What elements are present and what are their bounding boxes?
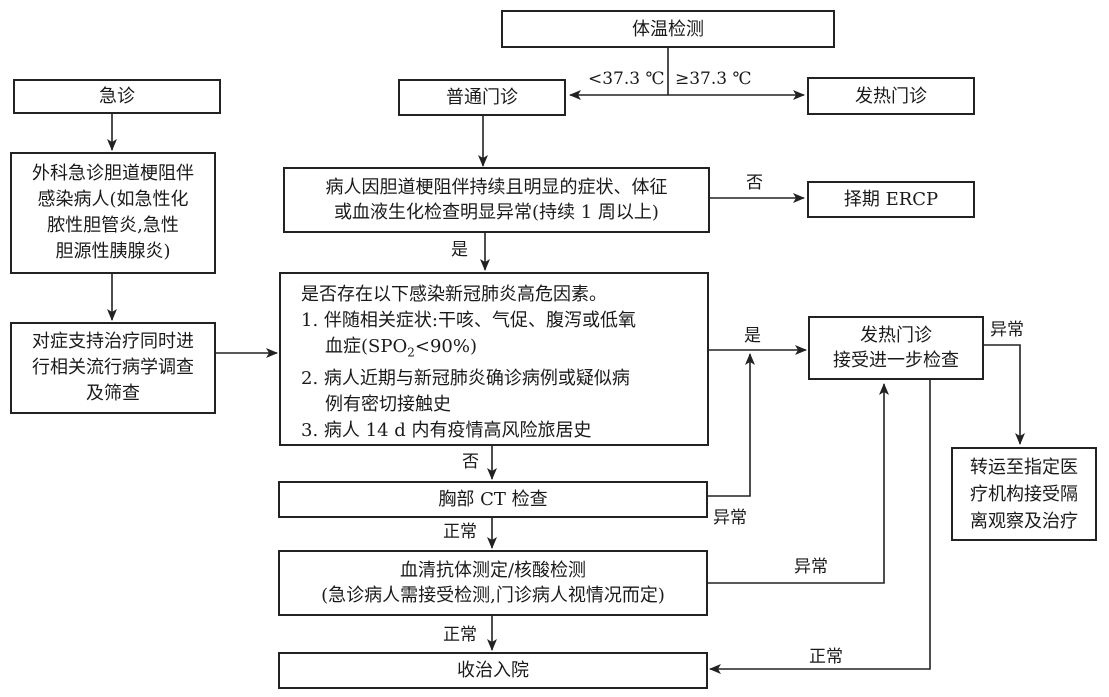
serum-test-line-1: 血清抗体测定/核酸检测 [399,560,587,581]
temp-check-box: 体温检测 [501,10,835,48]
fever-clinic-exam-line-2: 接受进一步检查 [833,350,959,371]
elective-ercp-label: 择期 ERCP [843,189,939,210]
general-clinic-box: 普通门诊 [398,79,566,116]
label-yes-risk: 是 [451,240,468,260]
label-no-ercp: 否 [746,173,763,193]
surgical-emergency-line-2: 感染病人(如急性化 [37,189,189,210]
general-clinic-label: 普通门诊 [446,87,518,108]
arrow-ct-abnormal-to-fever [708,353,755,497]
chest-ct-label: 胸部 CT 检查 [438,489,548,510]
risk-factors-title: 是否存在以下感染新冠肺炎高危因素。 [301,284,607,305]
fever-clinic-exam-box: 发热门诊 接受进一步检查 [808,316,984,380]
arrow-serum-abnormal-to-fever [708,383,889,584]
transfer-isolation-line-3: 离观察及治疗 [970,510,1078,532]
fever-clinic-box: 发热门诊 [807,77,975,115]
risk-item-1-spo-pre: 血症(SPO [325,336,408,357]
label-yes-fever: 是 [744,326,761,346]
label-normal-serum: 正常 [443,625,477,645]
risk-item-3: 3. 病人 14 d 内有疫情高风险旅居史 [301,419,592,441]
arrow-fever-normal-to-admission [709,378,931,674]
risk-factors-box: 是否存在以下感染新冠肺炎高危因素。 1. 伴随相关症状:干咳、气促、腹泻或低氧 … [279,272,709,446]
label-below-threshold: <37.3 ℃ [588,69,665,89]
surgical-emergency-line-4: 胆源性胰腺炎) [55,241,171,262]
persistent-symptoms-line-2: 或血液生化检查明显异常(持续 1 周以上) [334,202,659,223]
label-normal-fever: 正常 [809,647,843,667]
serum-test-line-2: (急诊病人需接受检测,门诊病人视情况而定) [321,585,665,606]
emergency-label: 急诊 [99,86,135,107]
admission-label: 收治入院 [457,660,529,681]
supportive-treatment-line-1: 对症支持治疗同时进 [32,331,194,352]
persistent-symptoms-line-1: 病人因胆道梗阻伴持续且明显的症状、体征 [325,177,668,198]
risk-item-1-spo-post: <90%) [414,336,477,357]
supportive-treatment-line-3: 及筛查 [86,383,140,404]
transfer-isolation-box: 转运至指定医 疗机构接受隔 离观察及治疗 [951,447,1097,541]
persistent-symptoms-box: 病人因胆道梗阻伴持续且明显的症状、体征 或血液生化检查明显异常(持续 1 周以上… [283,167,710,233]
temp-check-label: 体温检测 [632,18,704,40]
surgical-emergency-line-1: 外科急诊胆道梗阻伴 [32,163,194,184]
label-no-risk: 否 [462,452,479,472]
supportive-treatment-box: 对症支持治疗同时进 行相关流行病学调查 及筛查 [10,322,216,414]
label-abnormal-serum: 异常 [794,557,828,577]
admission-box: 收治入院 [278,652,708,689]
arrow-fever-exam-to-transfer [984,344,1025,445]
risk-item-1-line-2: 血症(SPO2<90%) [301,334,636,366]
label-abnormal-transfer: 异常 [990,320,1024,340]
emergency-box: 急诊 [13,79,221,114]
supportive-treatment-line-2: 行相关流行病学调查 [32,357,194,378]
fever-clinic-exam-line-1: 发热门诊 [860,325,932,346]
chest-ct-box: 胸部 CT 检查 [278,481,708,518]
label-abnormal-ct: 异常 [713,508,747,528]
risk-item-2-line-2: 例有密切接触史 [325,393,451,415]
risk-item-2-line-1: 2. 病人近期与新冠肺炎确诊病例或疑似病 [301,367,630,389]
fever-clinic-label: 发热门诊 [855,85,927,107]
transfer-isolation-line-2: 疗机构接受隔 [970,483,1078,505]
transfer-isolation-line-1: 转运至指定医 [970,456,1078,478]
risk-item-1-line-1: 1. 伴随相关症状:干咳、气促、腹泻或低氧 [301,310,636,331]
label-normal-ct: 正常 [443,522,477,542]
surgical-emergency-box: 外科急诊胆道梗阻伴 感染病人(如急性化 脓性胆管炎,急性 胆源性胰腺炎) [10,152,216,274]
risk-item-1-spo-sub: 2 [407,345,415,360]
surgical-emergency-line-3: 脓性胆管炎,急性 [47,215,179,236]
label-above-threshold: ≥37.3 ℃ [675,69,752,89]
elective-ercp-box: 择期 ERCP [807,181,975,218]
serum-test-box: 血清抗体测定/核酸检测 (急诊病人需接受检测,门诊病人视情况而定) [278,550,708,616]
